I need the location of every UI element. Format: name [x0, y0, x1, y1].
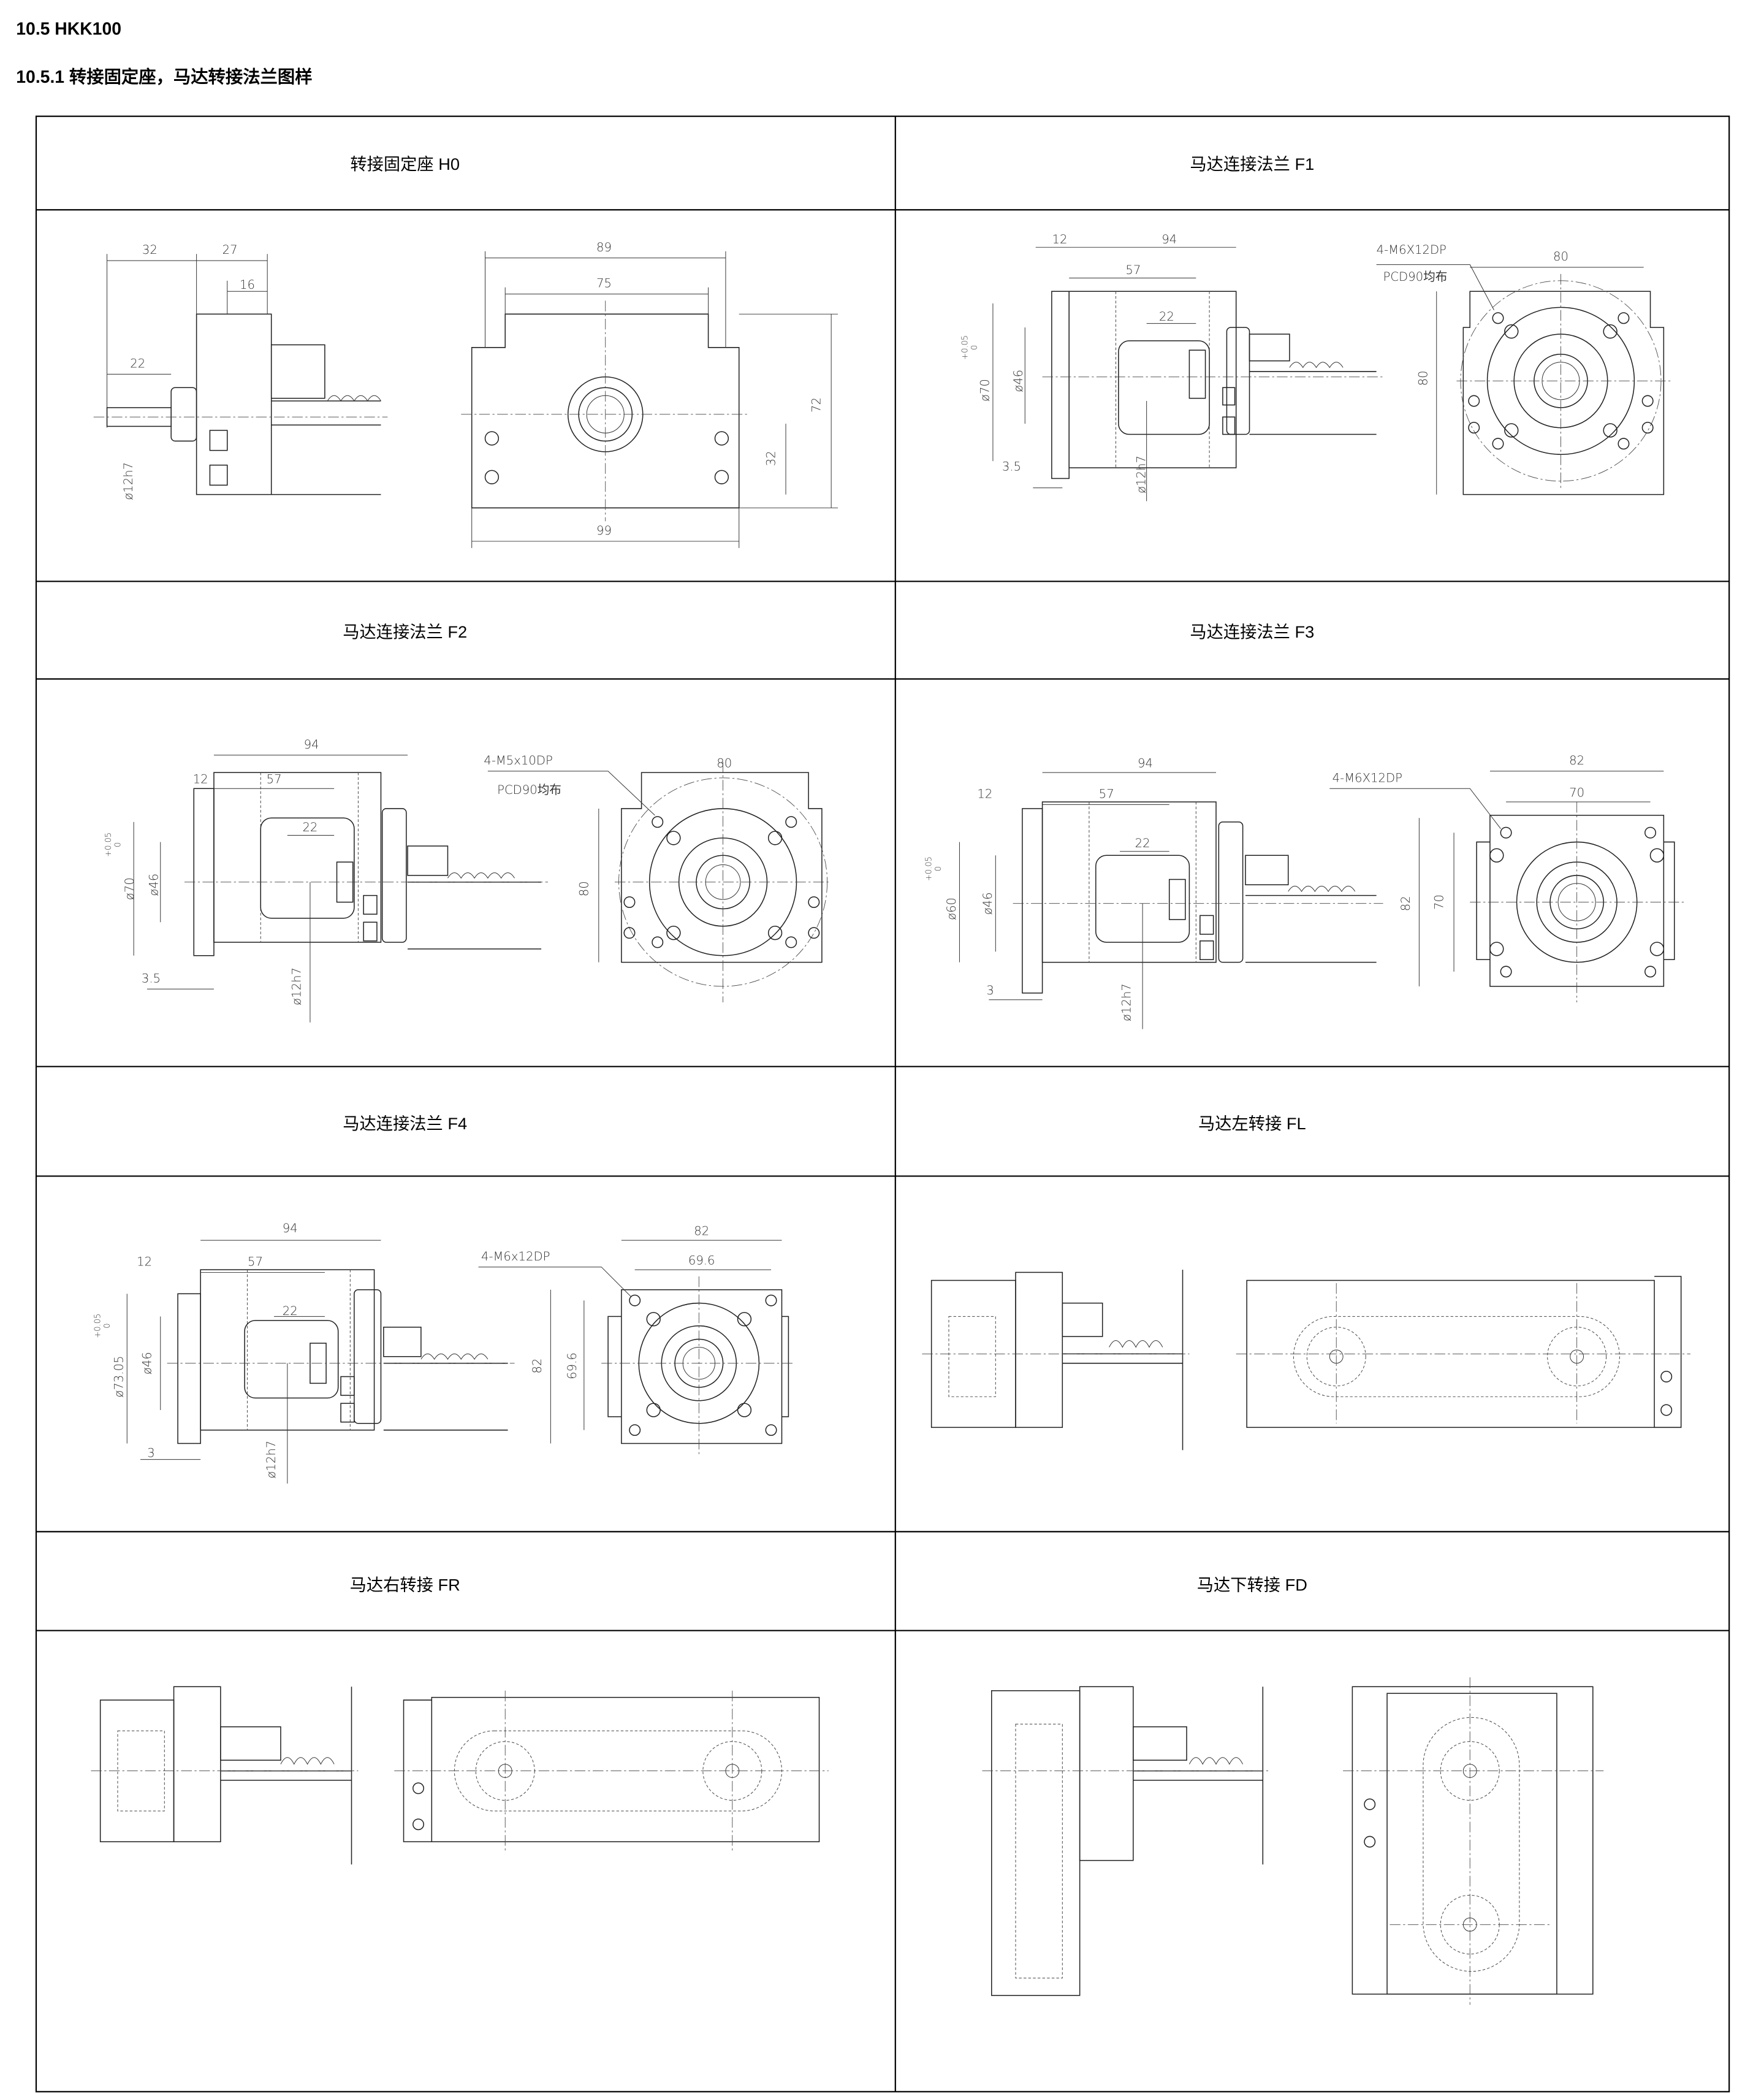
dim-label: 12 — [137, 1255, 152, 1269]
dim-label: ø12h7 — [1134, 456, 1148, 494]
dim-label: 4-M5x10DP — [484, 753, 552, 768]
dim-label: 82 — [1399, 896, 1413, 911]
section-heading: 10.5 HKK100 — [16, 20, 121, 39]
dim-label: 57 — [267, 772, 282, 787]
dim-label: PCD90均布 — [1383, 270, 1448, 284]
f3-side-view — [959, 772, 1383, 1029]
dim-label: ø12h7 — [264, 1441, 278, 1479]
dim-label: 94 — [304, 738, 319, 752]
dim-label: 0 — [113, 842, 123, 847]
fd-side-view — [982, 1686, 1270, 1996]
dim-label: 3 — [986, 983, 994, 997]
dim-label: +0.05 — [961, 335, 970, 360]
dim-label: ø12h7 — [1119, 983, 1133, 1021]
f2-side-view — [133, 755, 548, 1023]
dim-label: 94 — [1161, 232, 1177, 246]
f1-side-view — [992, 246, 1383, 501]
subsection-heading: 10.5.1 转接固定座，马达转接法兰图样 — [16, 67, 312, 87]
dim-label: 75 — [596, 276, 612, 291]
dim-label: ø46 — [981, 892, 995, 915]
dim-label: ø60 — [945, 898, 959, 920]
dim-label: 80 — [577, 881, 591, 896]
f3-front-view — [1329, 771, 1684, 1003]
caption-f2: 马达连接法兰 F2 — [343, 622, 467, 641]
caption-fd: 马达下转接 FD — [1197, 1575, 1307, 1594]
caption-f3: 马达连接法兰 F3 — [1190, 622, 1314, 641]
dim-label: ø46 — [146, 874, 161, 896]
dim-label: 0 — [934, 866, 943, 871]
dim-label: ø12h7 — [290, 967, 304, 1005]
dim-label: ø46 — [1011, 370, 1025, 392]
dim-label: 94 — [283, 1221, 298, 1235]
dim-label: +0.05 — [94, 1314, 103, 1338]
caption-h0: 转接固定座 H0 — [350, 154, 460, 173]
dim-label: 22 — [302, 820, 317, 834]
dim-label: +0.05 — [925, 856, 934, 881]
caption-f4: 马达连接法兰 F4 — [343, 1114, 467, 1133]
h0-side-view — [93, 254, 388, 495]
dim-label: 82 — [530, 1359, 544, 1374]
fd-front-view — [1343, 1677, 1604, 2005]
dim-label: ø73.05 — [112, 1355, 126, 1397]
dim-label: 32 — [142, 243, 158, 257]
dim-label: 22 — [283, 1304, 298, 1318]
h0-front-view — [461, 251, 838, 548]
dim-label: 57 — [1099, 787, 1114, 801]
fr-side-view — [91, 1686, 359, 1865]
f4-front-view — [478, 1240, 796, 1457]
dim-label: 82 — [694, 1224, 709, 1238]
dim-label: 57 — [248, 1255, 263, 1269]
dim-label: 70 — [1432, 894, 1447, 910]
dim-label: 3.5 — [142, 971, 161, 985]
dim-label: 69.6 — [565, 1352, 579, 1379]
dim-label: 22 — [1135, 836, 1150, 850]
dim-label: 57 — [1125, 263, 1141, 277]
dim-label: 69.6 — [688, 1253, 715, 1267]
dim-label: 12 — [977, 787, 992, 801]
drawing-table — [35, 115, 1730, 2092]
dim-label: 12 — [1052, 232, 1067, 246]
dim-label: 72 — [810, 397, 824, 413]
dim-label: 94 — [1138, 756, 1153, 770]
dim-label: 70 — [1569, 785, 1584, 799]
fl-side-view — [922, 1270, 1190, 1451]
dim-label: 80 — [1416, 370, 1430, 386]
dim-label: 99 — [596, 524, 612, 538]
caption-fr: 马达右转接 FR — [350, 1575, 460, 1594]
dim-label: ø70 — [978, 379, 992, 402]
dim-label: 27 — [222, 243, 238, 257]
dim-label: 32 — [764, 451, 778, 466]
dim-label: 22 — [130, 357, 145, 371]
dim-label: 4-M6x12DP — [481, 1249, 550, 1264]
dim-label: 16 — [240, 278, 255, 292]
f1-front-view — [1376, 264, 1671, 495]
dim-label: 4-M6X12DP — [1333, 771, 1402, 785]
f2-front-view — [487, 761, 829, 1003]
dim-label: 89 — [596, 240, 612, 254]
dim-label: ø12h7 — [121, 462, 135, 500]
dim-label: +0.05 — [104, 833, 113, 857]
dim-label: 4-M6X12DP — [1377, 243, 1447, 257]
dim-label: 0 — [103, 1323, 112, 1328]
fl-front-view — [1236, 1276, 1690, 1428]
dim-label: 22 — [1159, 310, 1174, 324]
dim-label: 82 — [1569, 753, 1584, 768]
dim-label: ø46 — [140, 1352, 154, 1374]
f4-side-view — [126, 1240, 515, 1484]
caption-f1: 马达连接法兰 F1 — [1190, 154, 1314, 173]
dim-label: 80 — [1553, 250, 1568, 264]
dim-label: ø70 — [123, 877, 137, 900]
dim-label: PCD90均布 — [497, 783, 561, 797]
dim-label: 80 — [717, 756, 732, 770]
dim-label: 3.5 — [1002, 459, 1021, 473]
dim-label: 0 — [970, 345, 979, 350]
caption-fl: 马达左转接 FL — [1198, 1114, 1306, 1133]
dim-label: 12 — [193, 772, 208, 787]
fr-front-view — [394, 1690, 829, 1851]
dim-label: 3 — [147, 1446, 154, 1460]
